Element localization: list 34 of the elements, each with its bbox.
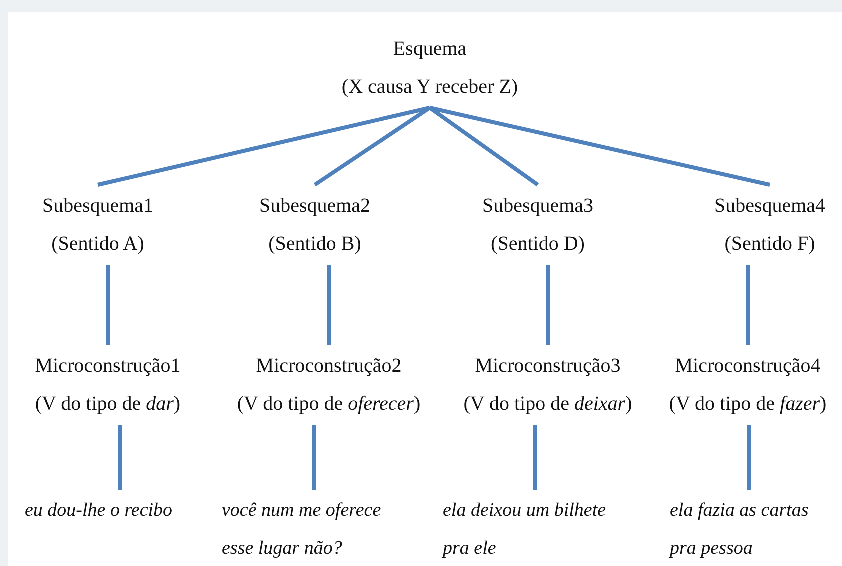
example-sentence: você num me oferece esse lugar não?: [222, 499, 382, 561]
verb-type-label: (V do tipo de fazer): [668, 392, 828, 417]
connector-line: [106, 265, 110, 345]
example-sentence: ela fazia as cartas pra pessoa: [670, 499, 810, 561]
sense-label: (Sentido F): [724, 232, 816, 257]
connector-line: [327, 265, 331, 345]
schema-formula: (X causa Y receber Z): [340, 75, 520, 100]
connector-line: [430, 106, 770, 187]
schema-title: Esquema: [392, 37, 468, 62]
microconstruction-title: Microconstrução1: [34, 354, 182, 379]
connector-line: [534, 425, 538, 490]
microconstruction-title: Microconstrução2: [255, 354, 403, 379]
subschema-title: Subesquema3: [481, 194, 595, 219]
connector-line: [312, 425, 316, 490]
subschema-title: Subesquema2: [258, 194, 372, 219]
subschema-title: Subesquema4: [713, 194, 827, 219]
microconstruction-title: Microconstrução4: [674, 354, 822, 379]
example-sentence: ela deixou um bilhete pra ele: [443, 499, 608, 561]
connector-line: [546, 265, 550, 345]
subschema-title: Subesquema1: [41, 194, 155, 219]
connector-line: [746, 265, 750, 345]
connector-line: [747, 425, 751, 490]
connector-line: [98, 106, 430, 187]
sense-label: (Sentido A): [50, 232, 146, 257]
connector-line: [118, 425, 122, 490]
sense-label: (Sentido B): [268, 232, 362, 257]
verb-type-label: (V do tipo de oferecer): [236, 392, 422, 417]
connector-line: [314, 106, 432, 187]
sense-label: (Sentido D): [490, 232, 586, 257]
microconstruction-title: Microconstrução3: [474, 354, 622, 379]
example-sentence: eu dou-lhe o recibo: [25, 499, 174, 523]
verb-type-label: (V do tipo de deixar): [462, 392, 634, 417]
verb-type-label: (V do tipo de dar): [34, 392, 182, 417]
connector-line: [428, 106, 540, 187]
